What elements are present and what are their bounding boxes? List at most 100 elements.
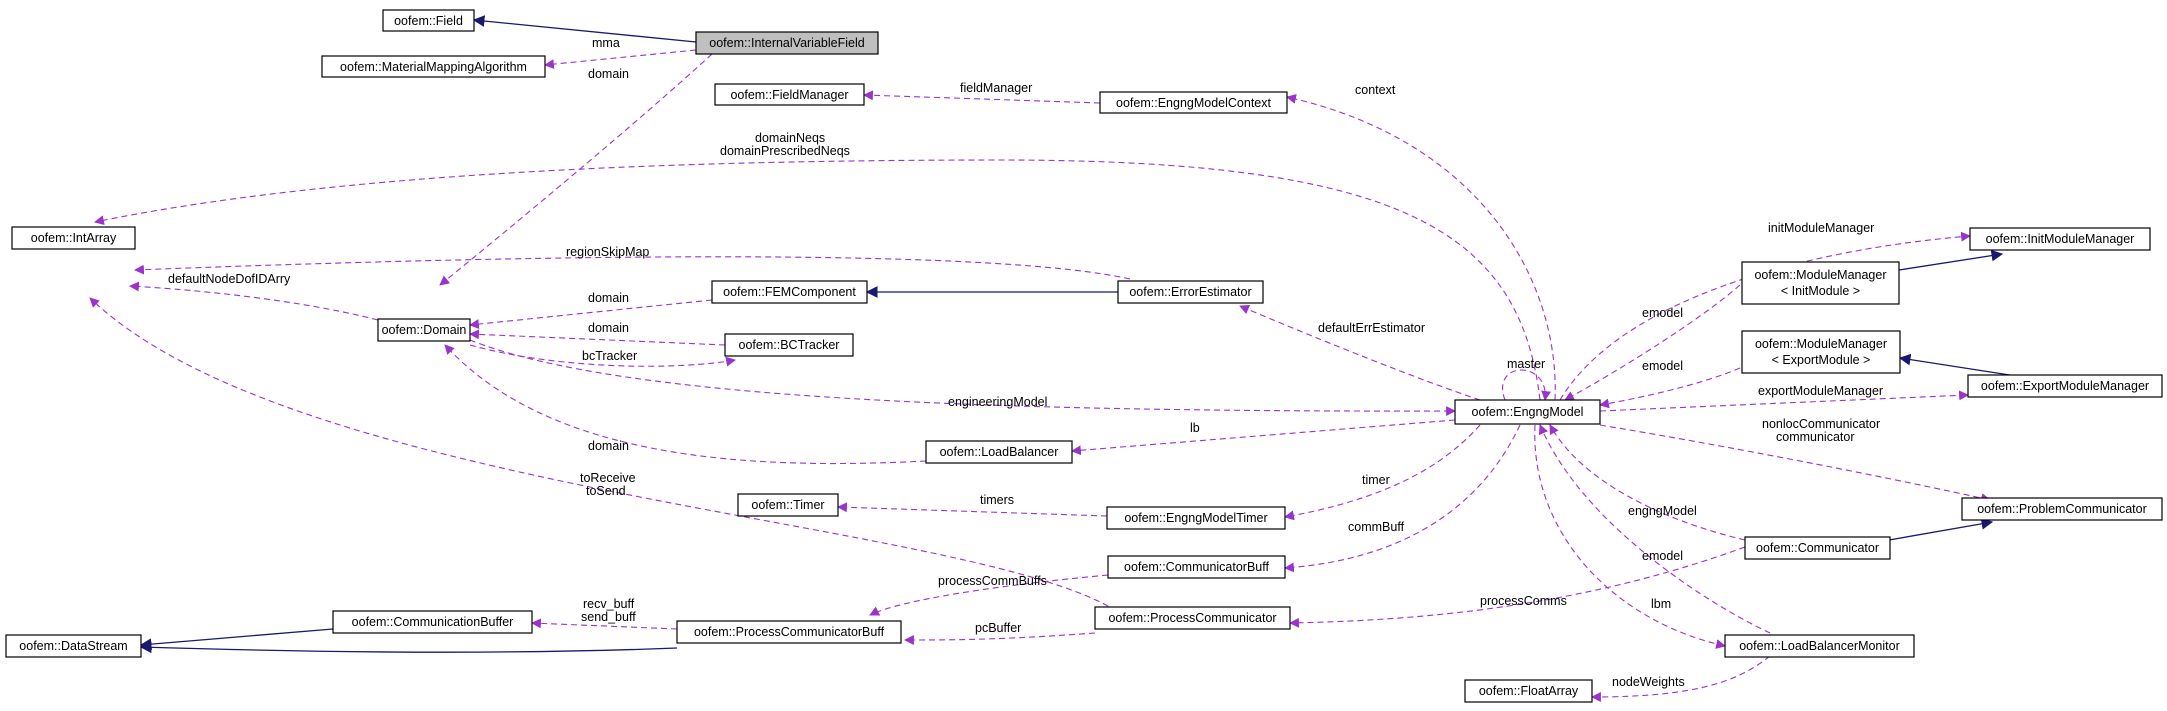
edge-label-bc-tracker: bcTracker bbox=[582, 349, 637, 363]
edge-label-region-skip-map: regionSkipMap bbox=[566, 245, 649, 259]
edge-label-context: context bbox=[1355, 83, 1396, 97]
edge-label-process-comm-buffs: processCommBuffs bbox=[938, 574, 1047, 588]
svg-text:oofem::EngngModelTimer: oofem::EngngModelTimer bbox=[1124, 511, 1267, 525]
edge-label-emodel-export: emodel bbox=[1642, 359, 1683, 373]
edge-engng-model-lbm bbox=[1534, 424, 1726, 649]
edge-label-mma: mma bbox=[592, 36, 620, 50]
node-engng-model-timer[interactable]: oofem::EngngModelTimer bbox=[1106, 506, 1286, 530]
edge-label-master: master bbox=[1507, 357, 1545, 371]
edges bbox=[89, 15, 2017, 702]
edge-engng-model-lb bbox=[1071, 419, 1456, 456]
node-module-manager-export-module[interactable]: oofem::ModuleManager < ExportModule > bbox=[1741, 330, 1901, 374]
svg-text:oofem::CommunicationBuffer: oofem::CommunicationBuffer bbox=[352, 615, 514, 629]
edge-process-communicator-buff-to-data-stream bbox=[139, 641, 678, 654]
svg-text:oofem::FEMComponent: oofem::FEMComponent bbox=[723, 285, 856, 299]
edge-fem-component-domain bbox=[469, 299, 713, 330]
node-field[interactable]: oofem::Field bbox=[382, 9, 475, 32]
edge-label-node-weights: nodeWeights bbox=[1612, 675, 1685, 689]
edge-label-lb: lb bbox=[1190, 421, 1200, 435]
svg-text:oofem::ModuleManager: oofem::ModuleManager bbox=[1754, 268, 1886, 282]
svg-text:oofem::ExportModuleManager: oofem::ExportModuleManager bbox=[1981, 379, 2149, 393]
edge-label-comm-buff: commBuff bbox=[1348, 520, 1405, 534]
node-module-manager-init-module[interactable]: oofem::ModuleManager < InitModule > bbox=[1741, 261, 1900, 305]
edge-communicator-process-comms bbox=[1289, 546, 1746, 628]
edge-engng-model-timer-timers bbox=[837, 502, 1108, 517]
node-init-module-manager[interactable]: oofem::InitModuleManager bbox=[1969, 227, 2151, 251]
edge-engng-model-export-module-manager bbox=[1599, 390, 1969, 412]
edge-label-to-send: toSend bbox=[586, 484, 626, 498]
svg-text:oofem::ModuleManager: oofem::ModuleManager bbox=[1755, 337, 1887, 351]
edge-engng-model-default-err-estimator bbox=[1239, 304, 1481, 401]
node-material-mapping-algorithm[interactable]: oofem::MaterialMappingAlgorithm bbox=[321, 55, 546, 78]
nodes: oofem::Field oofem::InternalVariableFiel… bbox=[5, 9, 2163, 703]
svg-text:oofem::DataStream: oofem::DataStream bbox=[19, 639, 127, 653]
edge-label-domain-ivf: domain bbox=[588, 67, 629, 81]
svg-text:oofem::InternalVariableField: oofem::InternalVariableField bbox=[709, 36, 864, 50]
node-engng-model[interactable]: oofem::EngngModel bbox=[1454, 399, 1601, 425]
node-timer[interactable]: oofem::Timer bbox=[737, 493, 839, 517]
edge-label-nonloc-communicator: nonlocCommunicator bbox=[1762, 417, 1880, 431]
edge-label-domain-bct: domain bbox=[588, 321, 629, 335]
edge-engng-model-context bbox=[1286, 94, 1556, 401]
edge-domain-engineering-model bbox=[469, 339, 1456, 416]
node-load-balancer-monitor[interactable]: oofem::LoadBalancerMonitor bbox=[1724, 634, 1915, 658]
node-int-array[interactable]: oofem::IntArray bbox=[11, 226, 136, 250]
node-data-stream[interactable]: oofem::DataStream bbox=[5, 634, 142, 658]
edge-engng-model-problem-communicator bbox=[1599, 424, 1991, 503]
node-field-manager[interactable]: oofem::FieldManager bbox=[714, 83, 865, 106]
node-load-balancer[interactable]: oofem::LoadBalancer bbox=[925, 440, 1073, 464]
edge-label-init-module-manager: initModuleManager bbox=[1768, 221, 1874, 235]
edge-label-default-err-estimator: defaultErrEstimator bbox=[1318, 321, 1425, 335]
svg-text:oofem::FieldManager: oofem::FieldManager bbox=[730, 88, 848, 102]
edge-load-balancer-monitor-emodel bbox=[1538, 424, 1771, 634]
node-internal-variable-field[interactable]: oofem::InternalVariableField bbox=[695, 31, 879, 55]
edge-label-lbm: lbm bbox=[1651, 597, 1671, 611]
edge-label-to-receive: toReceive bbox=[580, 471, 636, 485]
svg-text:oofem::EngngModelContext: oofem::EngngModelContext bbox=[1116, 96, 1271, 110]
node-communication-buffer[interactable]: oofem::CommunicationBuffer bbox=[332, 610, 533, 634]
node-process-communicator[interactable]: oofem::ProcessCommunicator bbox=[1094, 606, 1291, 630]
node-bc-tracker[interactable]: oofem::BCTracker bbox=[724, 333, 854, 357]
edge-communicator-to-problem-communicator bbox=[1888, 518, 1994, 541]
edge-label-timers: timers bbox=[980, 493, 1014, 507]
edge-export-module-manager-to-module-manager-export bbox=[1898, 353, 2017, 377]
svg-text:oofem::Communicator: oofem::Communicator bbox=[1756, 541, 1879, 555]
svg-text:oofem::ProcessCommunicatorBuff: oofem::ProcessCommunicatorBuff bbox=[694, 625, 885, 639]
edge-load-balancer-monitor-node-weights bbox=[1591, 655, 1771, 702]
edge-label-engineering-model: engineeringModel bbox=[948, 395, 1047, 409]
edge-default-node-dof-id-arry bbox=[129, 281, 379, 321]
edge-domain-bc-tracker bbox=[469, 344, 736, 367]
node-communicator-buff[interactable]: oofem::CommunicatorBuff bbox=[1107, 555, 1286, 579]
node-export-module-manager[interactable]: oofem::ExportModuleManager bbox=[1967, 374, 2163, 398]
edge-label-domain-neqs: domainNeqs bbox=[755, 131, 825, 145]
node-communicator[interactable]: oofem::Communicator bbox=[1744, 536, 1891, 560]
node-float-array[interactable]: oofem::FloatArray bbox=[1464, 679, 1593, 703]
edge-communication-buffer-to-data-stream bbox=[139, 628, 334, 650]
node-fem-component[interactable]: oofem::FEMComponent bbox=[711, 280, 868, 304]
node-error-estimator[interactable]: oofem::ErrorEstimator bbox=[1117, 280, 1264, 304]
edge-label-timer: timer bbox=[1362, 473, 1390, 487]
edge-load-balancer-domain bbox=[444, 344, 927, 465]
edge-engng-model-timer bbox=[1284, 424, 1481, 521]
svg-text:oofem::FloatArray: oofem::FloatArray bbox=[1479, 684, 1579, 698]
svg-text:oofem::ErrorEstimator: oofem::ErrorEstimator bbox=[1129, 285, 1251, 299]
edge-label-domain-lb: domain bbox=[588, 439, 629, 453]
svg-text:oofem::LoadBalancerMonitor: oofem::LoadBalancerMonitor bbox=[1739, 639, 1900, 653]
edge-process-communicator-pc-buffer bbox=[904, 632, 1096, 645]
edge-label-engng-model-comm: engngModel bbox=[1628, 504, 1697, 518]
node-engng-model-context[interactable]: oofem::EngngModelContext bbox=[1099, 91, 1288, 114]
edge-ivf-mma bbox=[544, 49, 697, 70]
svg-text:< InitModule >: < InitModule > bbox=[1781, 284, 1860, 298]
edge-engng-model-master bbox=[1502, 369, 1552, 401]
edge-labels: mma domain fieldManager context domainNe… bbox=[168, 36, 1883, 689]
node-process-communicator-buff[interactable]: oofem::ProcessCommunicatorBuff bbox=[676, 620, 902, 644]
edge-label-domain-prescribed-neqs: domainPrescribedNeqs bbox=[720, 144, 850, 158]
svg-text:oofem::BCTracker: oofem::BCTracker bbox=[739, 338, 840, 352]
node-domain[interactable]: oofem::Domain bbox=[377, 318, 471, 342]
svg-text:oofem::Timer: oofem::Timer bbox=[751, 498, 824, 512]
edge-label-communicator: communicator bbox=[1776, 430, 1855, 444]
svg-text:oofem::Domain: oofem::Domain bbox=[382, 323, 467, 337]
edge-communicator-buff-process-comm-buffs bbox=[869, 574, 1109, 616]
node-problem-communicator[interactable]: oofem::ProblemCommunicator bbox=[1961, 497, 2163, 521]
